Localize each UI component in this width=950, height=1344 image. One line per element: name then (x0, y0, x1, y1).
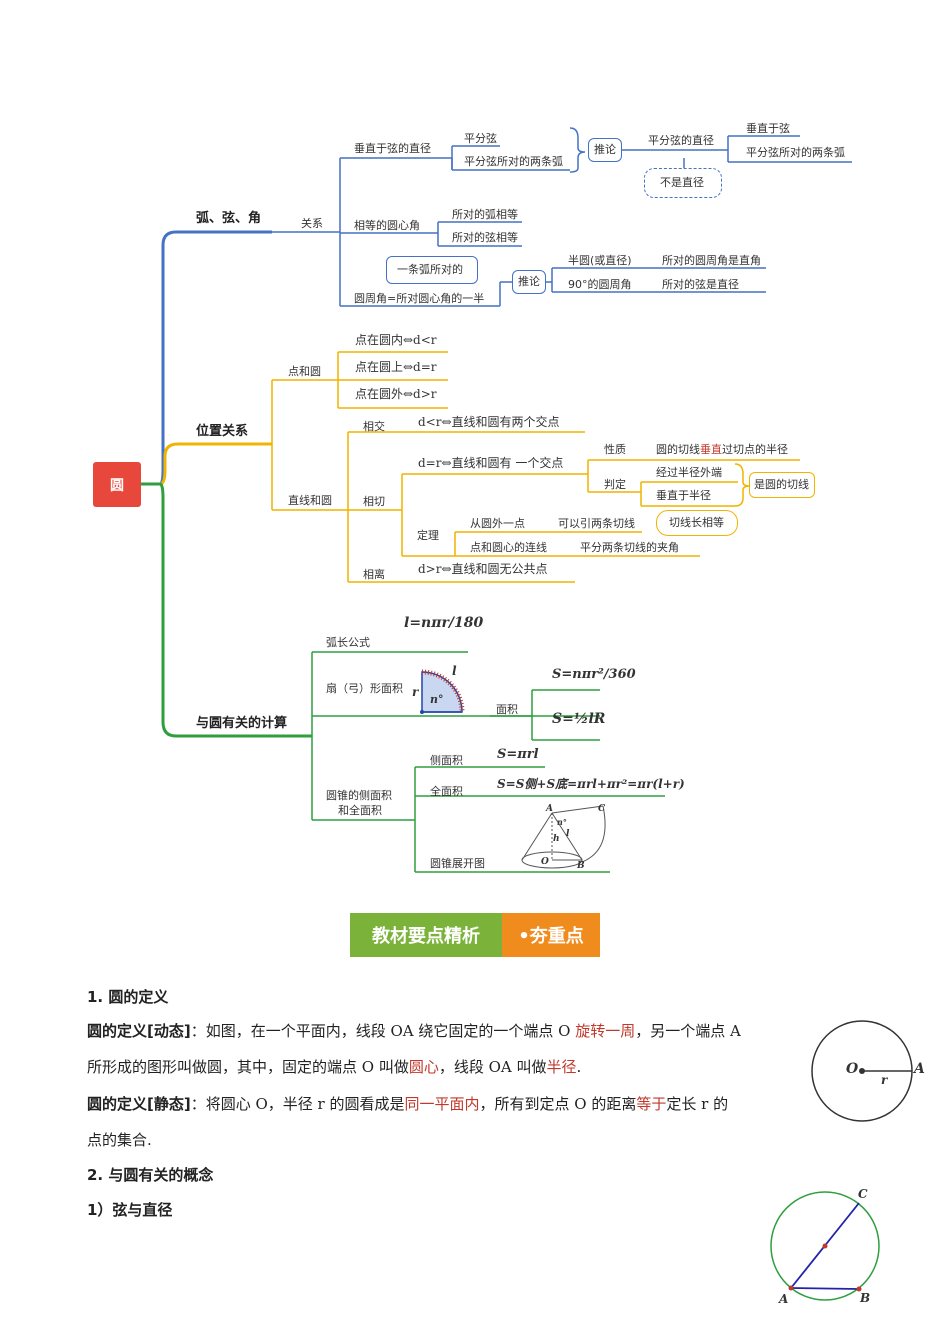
branch-calculation[interactable]: 与圆有关的计算 (196, 716, 288, 731)
heading-chord-diameter: 1）弦与直径 (87, 1201, 173, 1219)
equal-length-box: 切线长相等 (656, 510, 738, 536)
one-arc-box: 一条弧所对的 (386, 256, 478, 284)
sector-label-r: r (412, 685, 419, 699)
node-bisect-chord: 平分弦 (464, 132, 497, 145)
fig2-label-B: B (860, 1291, 871, 1305)
node-bisect-arcs: 平分弦所对的两条弧 (464, 155, 563, 168)
banner-right: •夯重点 (502, 913, 600, 957)
node-is-diameter: 所对的弦是直径 (662, 278, 739, 291)
node-perp-chord: 垂直于弦 (746, 122, 790, 135)
node-relation: 关系 (301, 217, 323, 230)
circle-definition-figure (811, 1020, 913, 1122)
node-perp-radius: 垂直于半径 (656, 489, 711, 502)
node-bisect-arcs-2: 平分弦所对的两条弧 (746, 146, 845, 159)
node-property-desc: 圆的切线垂直过切点的半径 (656, 443, 788, 456)
inference-box-2: 推论 (512, 270, 546, 294)
node-area: 面积 (496, 703, 518, 716)
not-diameter-box: 不是直径 (644, 168, 722, 198)
cone-label-l: l (566, 829, 570, 839)
formula-total: S=S侧+S底=πrl+πr²=πr(l+r) (497, 777, 685, 791)
node-arcs-equal: 所对的弧相等 (452, 208, 518, 221)
node-center-line: 点和圆心的连线 (470, 541, 547, 554)
node-bisect-angle: 平分两条切线的夹角 (580, 541, 679, 554)
formula-area-1: S=nπr²/360 (552, 667, 636, 682)
fig2-label-C: C (858, 1187, 868, 1201)
node-total: 全面积 (430, 785, 463, 798)
node-arc-length: 弧长公式 (326, 636, 370, 649)
paragraph-dynamic-1: 圆的定义[动态]：如图，在一个平面内，线段 OA 绕它固定的一个端点 O 旋转一… (87, 1022, 741, 1040)
cone-label-B: B (577, 861, 585, 871)
paragraph-dynamic-2: 所形成的图形叫做圆，其中，固定的端点 O 叫做圆心，线段 OA 叫做半径. (87, 1058, 582, 1076)
sector-label-l: l (452, 664, 457, 678)
node-bisect-chord-diameter: 平分弦的直径 (648, 134, 714, 147)
paragraph-static-2: 点的集合. (87, 1131, 152, 1149)
fig1-label-O: O (846, 1061, 859, 1077)
node-unfold: 圆锥展开图 (430, 857, 485, 870)
heading-circle-concepts: 2. 与圆有关的概念 (87, 1166, 214, 1184)
node-property: 性质 (604, 443, 626, 456)
node-intersect: 相交 (363, 420, 385, 433)
node-point-circle: 点和圆 (288, 365, 321, 378)
cone-figure (521, 805, 606, 869)
node-line-circle: 直线和圆 (288, 494, 332, 507)
node-equal-central-angle: 相等的圆心角 (354, 219, 420, 232)
branch-position[interactable]: 位置关系 (196, 424, 249, 439)
fig1-label-r: r (881, 1073, 888, 1087)
sector-figure (420, 669, 465, 714)
node-sector-area: 扇（弓）形面积 (326, 682, 403, 695)
chord-diameter-figure (770, 1191, 880, 1301)
paragraph-static-1: 圆的定义[静态]：将圆心 O，半径 r 的圆看成是同一平面内，所有到定点 O 的… (87, 1095, 729, 1113)
node-tangent-desc: d=r⇔直线和圆有 一个交点 (418, 456, 564, 470)
node-through-end: 经过半径外端 (656, 466, 722, 479)
node-cone-area: 圆锥的侧面积 (326, 789, 392, 802)
node-right-angle: 所对的圆周角是直角 (662, 254, 761, 267)
cone-label-n: n° (557, 817, 567, 827)
node-tangent: 相切 (363, 495, 385, 508)
root-node[interactable]: 圆 (93, 462, 141, 507)
node-perp-diameter: 垂直于弦的直径 (354, 142, 431, 155)
node-separate: 相离 (363, 568, 385, 581)
node-semicircle: 半圆(或直径) (568, 254, 632, 267)
node-point-on: 点在圆上⇔d=r (355, 360, 437, 374)
node-90-degree: 90°的圆周角 (568, 278, 632, 291)
sector-label-n: n° (430, 693, 444, 706)
is-tangent-box: 是圆的切线 (749, 472, 815, 498)
section-banner: 教材要点精析 •夯重点 (350, 913, 600, 957)
node-judge: 判定 (604, 478, 626, 491)
formula-area-2: S=½lR (552, 711, 606, 727)
cone-label-O: O (541, 857, 549, 867)
fig2-label-A: A (779, 1292, 789, 1306)
node-from-outside: 从圆外一点 (470, 517, 525, 530)
heading-circle-definition: 1. 圆的定义 (87, 988, 169, 1006)
node-lateral: 侧面积 (430, 754, 463, 767)
node-two-tangents: 可以引两条切线 (558, 517, 635, 530)
cone-label-C: C (598, 804, 606, 814)
banner-left: 教材要点精析 (350, 913, 502, 957)
node-cone-area-2: 和全面积 (338, 804, 382, 817)
node-point-outside: 点在圆外⇔d>r (355, 387, 437, 401)
node-theorem: 定理 (417, 529, 439, 542)
node-inscribed-angle: 圆周角=所对圆心角的一半 (354, 292, 485, 305)
node-intersect-desc: d<r⇔直线和圆有两个交点 (418, 415, 560, 429)
formula-arc-length: l=nπr/180 (404, 615, 484, 631)
node-chords-equal: 所对的弦相等 (452, 231, 518, 244)
inference-box-1: 推论 (588, 138, 622, 162)
cone-label-h: h (553, 834, 560, 844)
fig1-label-A: A (914, 1061, 925, 1077)
formula-lateral: S=πrl (497, 747, 539, 762)
branch-arc-chord-angle[interactable]: 弧、弦、角 (196, 211, 262, 226)
node-point-inside: 点在圆内⇔d<r (355, 333, 437, 347)
node-separate-desc: d>r⇔直线和圆无公共点 (418, 562, 548, 576)
cone-label-A: A (546, 804, 553, 814)
